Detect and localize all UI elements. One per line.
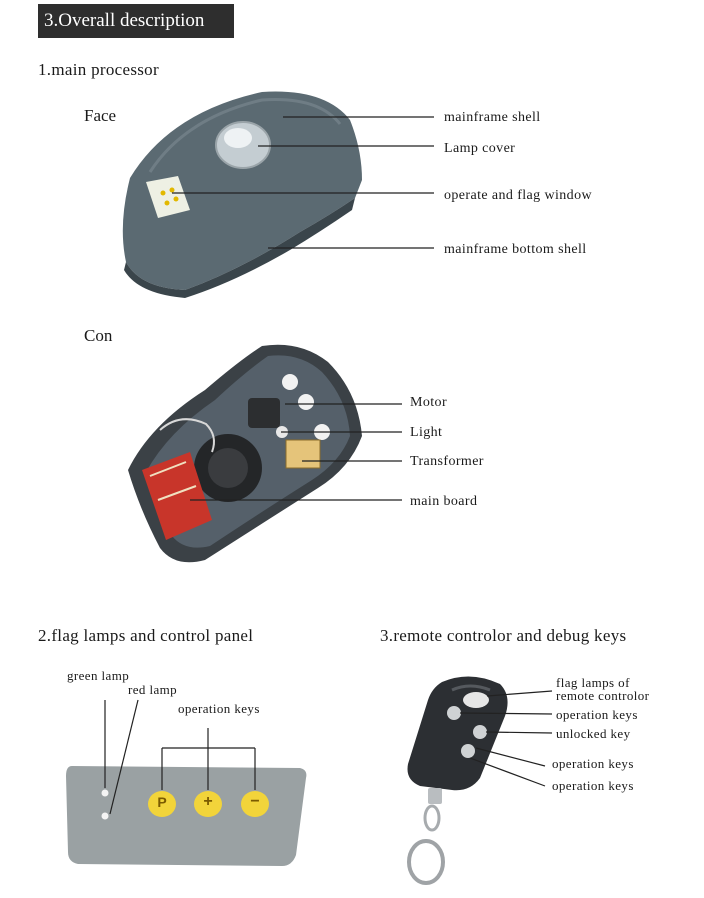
label-main-board: main board [410,494,478,509]
label-flag-lamps-line1: flag lamps of [556,675,630,690]
label-lamp-cover: Lamp cover [444,141,516,156]
mainframe-face-image [122,91,362,298]
label-motor: Motor [410,395,447,410]
con-title: Con [84,326,113,345]
control-panel-heading: 2.flag lamps and control panel [38,626,254,645]
label-remote-operation-keys-3: operation keys [552,778,634,793]
label-green-lamp: green lamp [67,668,130,683]
main-processor-heading: 1.main processor [38,60,159,79]
label-mainframe-shell: mainframe shell [444,110,541,125]
remote-heading: 3.remote controlor and debug keys [380,626,627,645]
face-title: Face [84,106,117,125]
control-panel-image [66,766,307,866]
section-header: 3.Overall description [38,4,234,38]
key-minus[interactable]: − [250,793,260,810]
label-light: Light [410,425,443,440]
label-transformer: Transformer [410,454,484,469]
label-remote-operation-keys-1: operation keys [556,707,638,722]
label-operation-keys: operation keys [178,701,260,716]
label-unlocked-key: unlocked key [556,726,631,741]
key-p[interactable]: P [157,794,167,810]
label-red-lamp: red lamp [128,682,178,697]
label-flag-lamps-line2: remote controlor [556,688,650,703]
key-plus[interactable]: + [203,793,213,810]
label-operate-flag-window: operate and flag window [444,188,592,203]
remote-control-image [407,676,508,885]
label-remote-operation-keys-2: operation keys [552,756,634,771]
label-mainframe-bottom-shell: mainframe bottom shell [444,242,587,257]
mainframe-con-image [128,344,362,563]
